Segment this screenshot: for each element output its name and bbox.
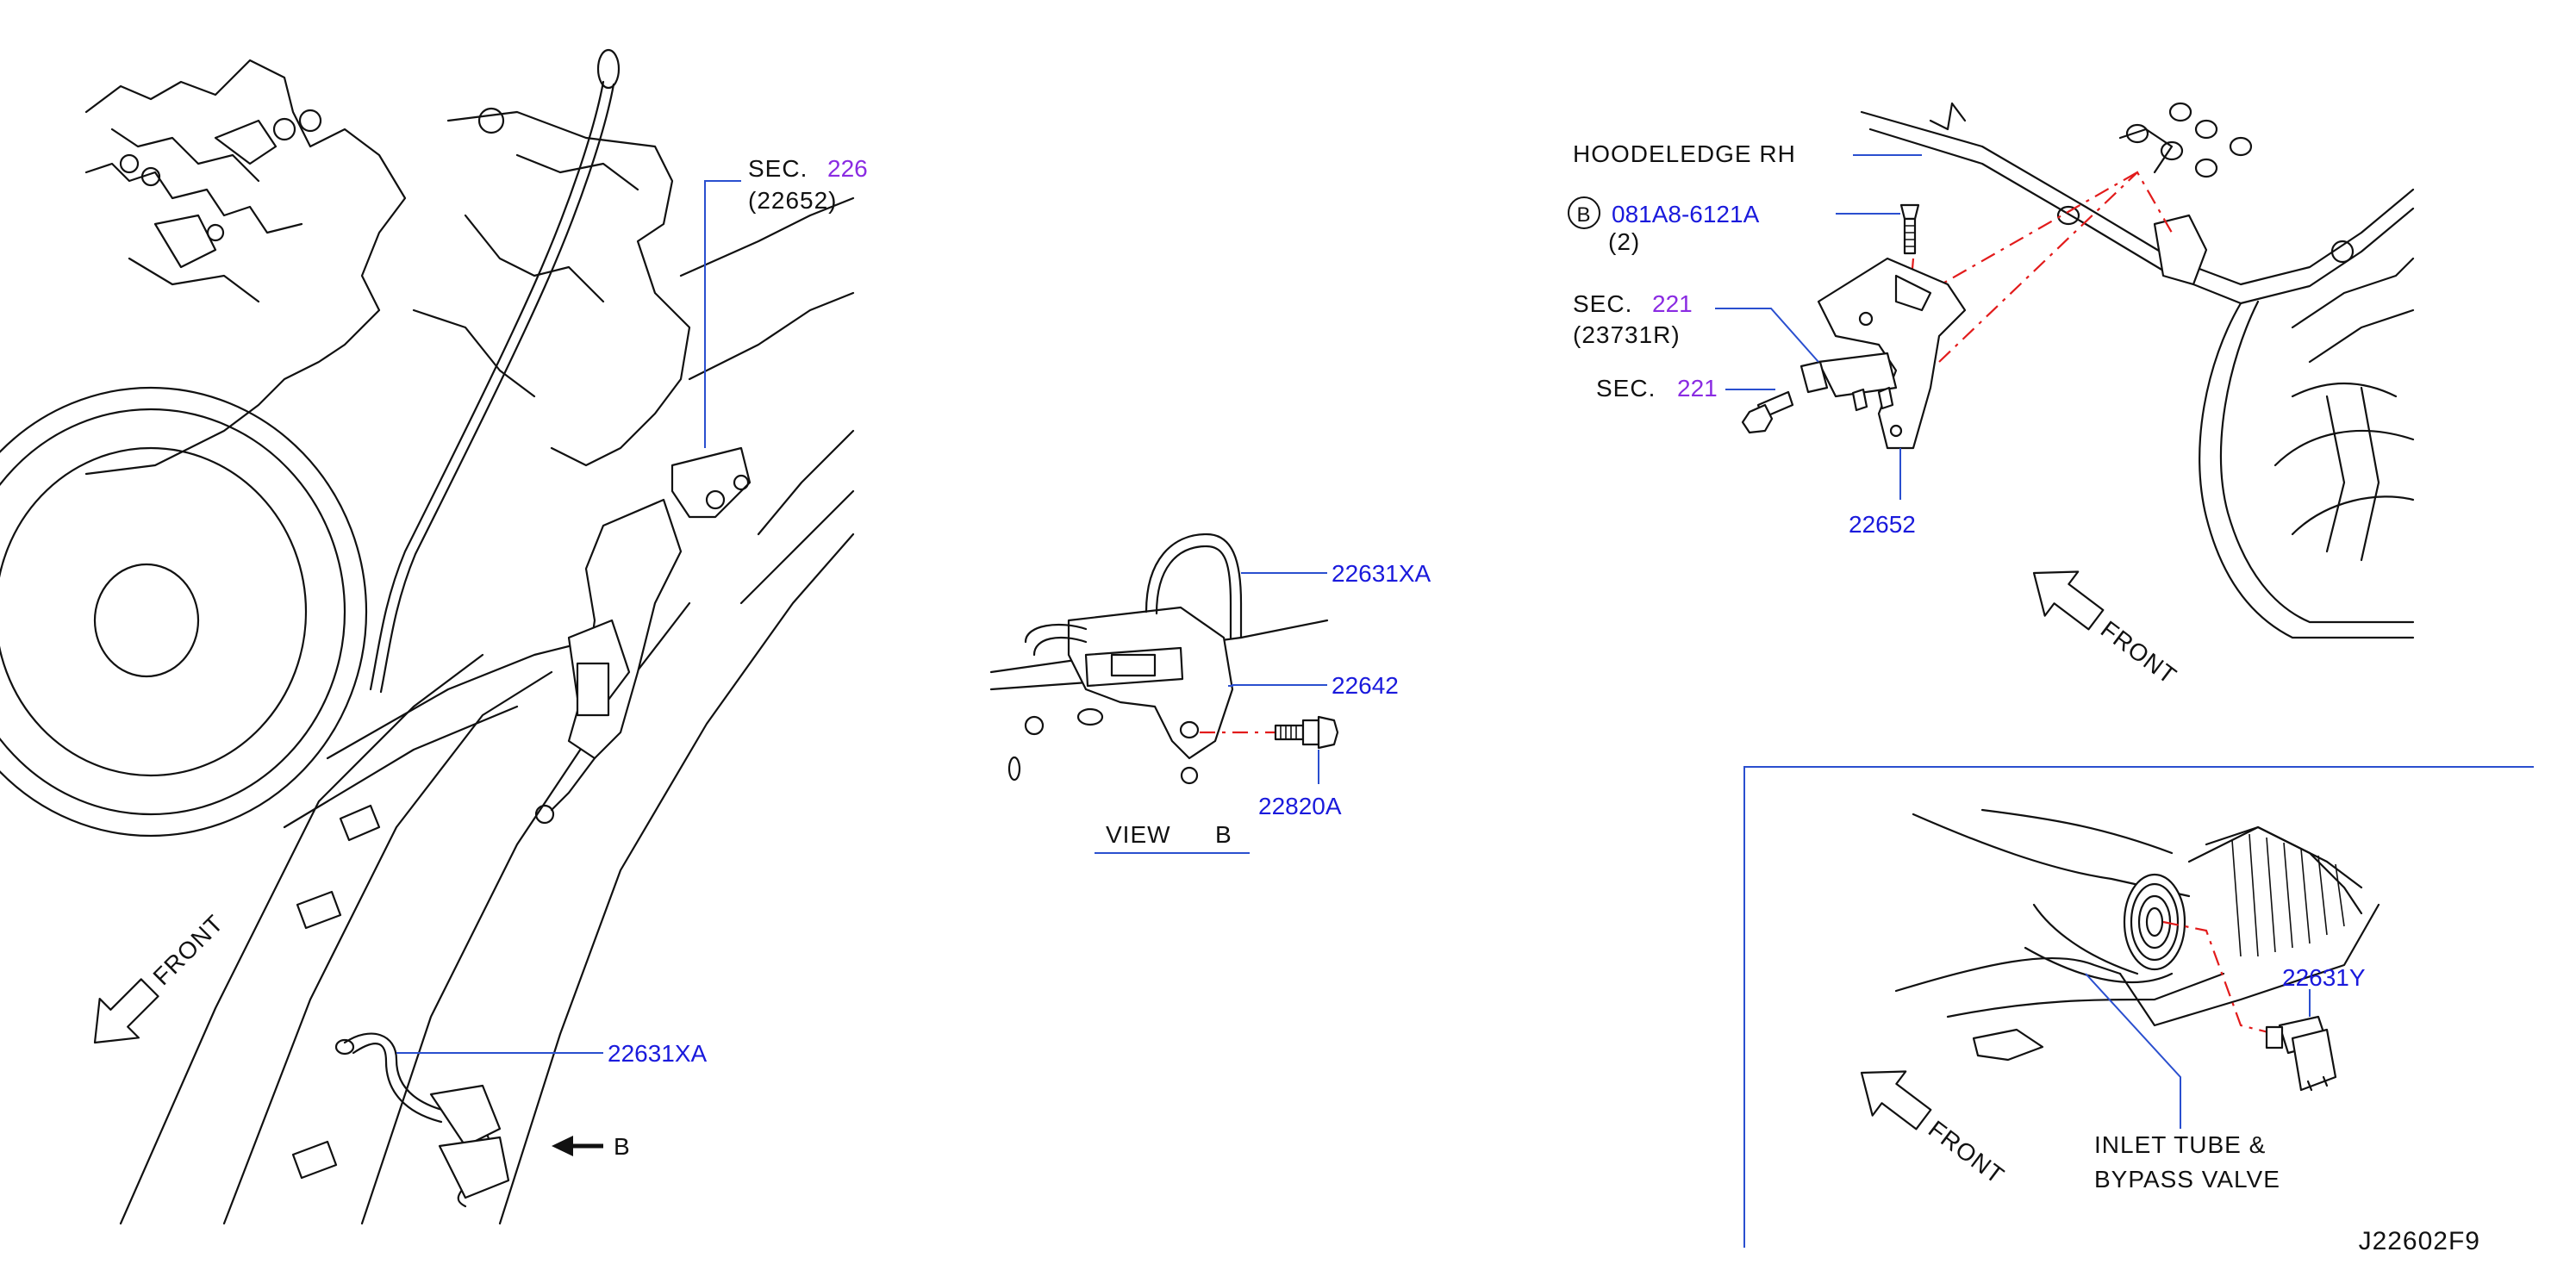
arrow-left-icon: [552, 1136, 573, 1156]
bolt-marker: B: [1576, 203, 1591, 227]
sec2-label: SEC.: [1596, 375, 1656, 402]
part-number-22652: 22652: [1849, 511, 1916, 538]
view-letter: B: [1215, 821, 1232, 848]
right-top-hood-view: [1741, 102, 2415, 639]
part-number-22631xa: 22631XA: [608, 1040, 708, 1067]
inlet-label-line2: BYPASS VALVE: [2094, 1166, 2280, 1193]
front-label: FRONT: [1924, 1115, 2010, 1189]
part-number-22642: 22642: [1332, 672, 1399, 699]
part-number-22820a: 22820A: [1258, 793, 1342, 819]
view-b-arrow: B: [552, 1133, 631, 1160]
right-top-labels: HOODELEDGE RH B 081A8-6121A (2) SEC. 221…: [1568, 140, 1922, 538]
front-arrow-icon: [2032, 570, 2105, 631]
left-hose-callout: 22631XA: [396, 1040, 708, 1067]
hoodledge-label: HOODELEDGE RH: [1573, 140, 1796, 167]
sec-number: 226: [827, 155, 868, 182]
sec1-ref: (23731R): [1573, 321, 1681, 348]
part-number-081a8-6121a: 081A8-6121A: [1612, 201, 1760, 227]
sec-label: SEC.: [748, 155, 808, 182]
diagram-code: J22602F9: [2359, 1227, 2480, 1255]
right-bottom-labels: 22631Y INLET TUBE & BYPASS VALVE: [2085, 964, 2366, 1193]
part-number-22631xa: 22631XA: [1332, 560, 1431, 587]
view-b-detail: [989, 533, 1339, 785]
left-engine-view: [0, 48, 855, 1225]
view-label: VIEW: [1106, 821, 1171, 848]
bolt-qty: (2): [1608, 228, 1640, 255]
right-top-front-arrow: FRONT: [2032, 570, 2182, 689]
front-arrow-icon: [93, 978, 159, 1044]
left-front-arrow: FRONT: [93, 910, 229, 1044]
front-arrow-icon: [1860, 1070, 1932, 1130]
sec2-number: 221: [1677, 375, 1718, 402]
sec1-label: SEC.: [1573, 290, 1632, 317]
view-b-labels: 22631XA 22642 22820A VIEW B: [1095, 560, 1431, 854]
right-bottom-inlet-view: [1894, 808, 2380, 1092]
part-number-22631y: 22631Y: [2282, 964, 2366, 991]
front-label: FRONT: [148, 910, 229, 991]
bolt-marker-circle: [1568, 196, 1600, 229]
inset-frame: [1743, 766, 2534, 1248]
right-bottom-front-arrow: FRONT: [1860, 1070, 2010, 1189]
sec-ref: (22652): [748, 187, 838, 214]
front-label: FRONT: [2096, 615, 2182, 689]
inlet-label-line1: INLET TUBE &: [2094, 1131, 2266, 1158]
view-arrow-label: B: [614, 1133, 631, 1160]
sec1-number: 221: [1652, 290, 1693, 317]
sec-226-callout: SEC. 226 (22652): [704, 155, 868, 448]
